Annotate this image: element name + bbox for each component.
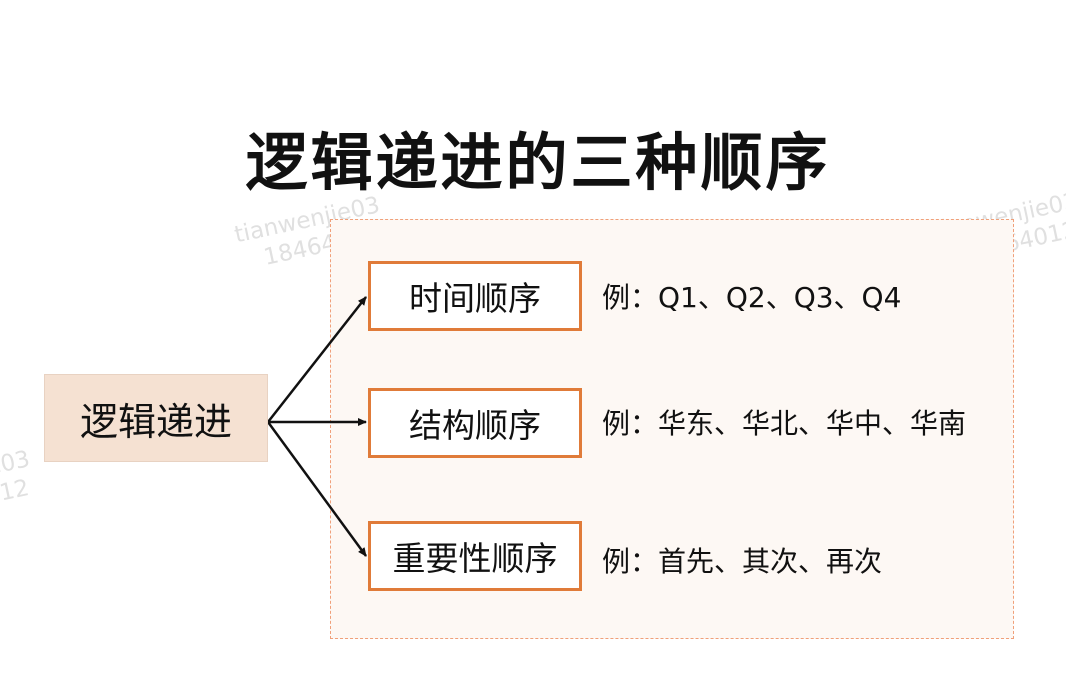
root-node: 逻辑递进: [44, 374, 268, 462]
example-time-order: 例：Q1、Q2、Q3、Q4: [602, 281, 902, 314]
node-time-order: 时间顺序: [368, 261, 582, 331]
example-structure-order: 例：华东、华北、华中、华南: [602, 407, 967, 440]
watermark-id: 18464012: [0, 475, 32, 525]
diagram-title: 逻辑递进的三种顺序: [245, 125, 831, 199]
node-importance-order: 重要性顺序: [368, 521, 582, 591]
node-structure-order: 结构顺序: [368, 388, 582, 458]
watermark-user: tianwenjie03: [560, 0, 710, 5]
watermark: tianwenjie03: [560, 0, 710, 5]
watermark: tianwenjie03 18464012: [0, 445, 38, 531]
example-importance-order: 例：首先、其次、再次: [602, 545, 883, 578]
